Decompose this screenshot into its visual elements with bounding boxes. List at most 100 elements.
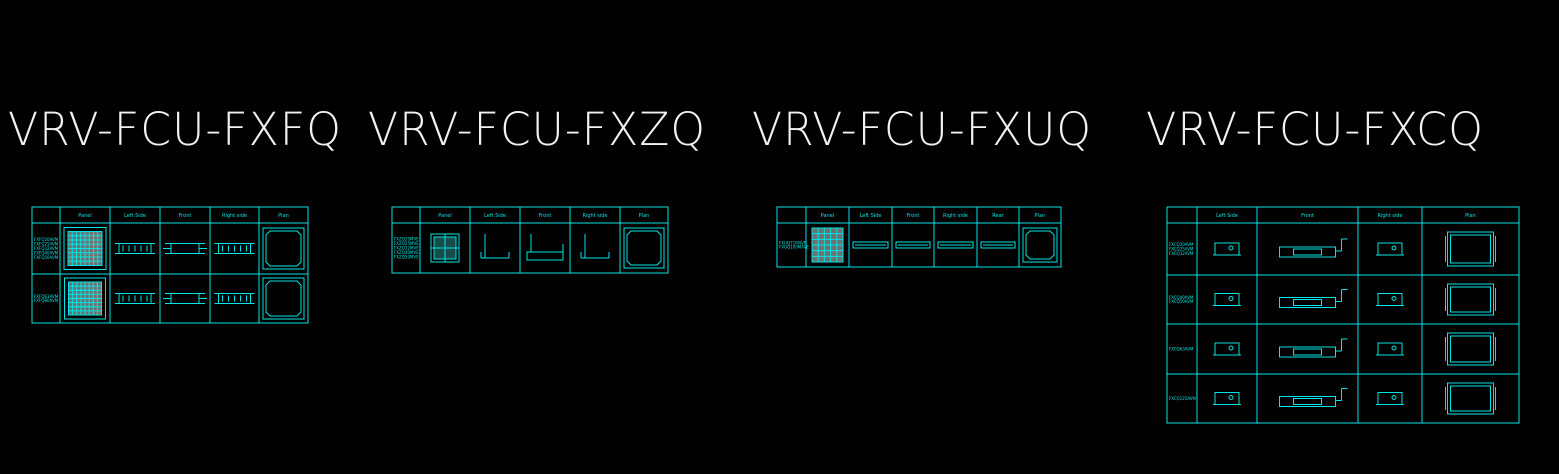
table-header-cell: Rear [992, 213, 1004, 219]
plan-square-icon [262, 277, 305, 320]
plan-outline [1022, 227, 1058, 263]
table-header-cell: Plan [639, 213, 650, 219]
flat-unit-body [852, 241, 889, 249]
small-panel-icon [430, 233, 460, 263]
flat-unit-body [937, 241, 974, 249]
table-header-cell: Plan [278, 213, 289, 219]
model-label: FXCQ125AVM [1169, 396, 1197, 401]
table-header-cell: Right side [943, 213, 968, 219]
duct-body [1279, 346, 1336, 358]
box-side-icon [1376, 242, 1404, 256]
duct-front-icon [1279, 238, 1348, 258]
plan-inner [1450, 234, 1491, 264]
block-title-fxcq: VRV-FCU-FXCQ [1146, 103, 1484, 156]
table-header-cell: Front [907, 213, 920, 219]
table-header-cell: Left Side [124, 213, 146, 219]
table-header-cell: Left Side [484, 213, 506, 219]
table-header-cell: Right side [1378, 213, 1403, 219]
box-side-icon [1213, 242, 1241, 256]
flat-unit-body [895, 241, 931, 249]
duct-front-icon [1279, 338, 1348, 358]
box-port [1391, 245, 1397, 251]
plan-inner-outline [626, 230, 662, 266]
unit-side-icon [115, 243, 155, 254]
block-title-fxzq: VRV-FCU-FXZQ [368, 103, 706, 156]
table-frame [31, 206, 309, 324]
table-header-cell: Front [539, 213, 552, 219]
box-side-icon [1376, 342, 1404, 356]
plan-outline [262, 227, 305, 270]
cassette-panel-icon [64, 277, 106, 320]
schedule-table: Panel Left Side Front Right side PlanFXFQ20A… [31, 206, 309, 324]
table-header-cell: Right side [222, 213, 247, 219]
panel-outline [63, 227, 107, 270]
panel-center [76, 289, 94, 308]
duct-core [1293, 248, 1322, 256]
table-header-cell: Front [179, 213, 192, 219]
plan-square-icon [262, 227, 305, 270]
flat-unit-icon [895, 241, 931, 249]
box-port [1228, 245, 1234, 251]
duct-body [1279, 297, 1336, 308]
flat-unit-icon [980, 241, 1016, 249]
duct-front-icon [1279, 388, 1348, 407]
flat-unit-icon [937, 241, 974, 249]
box-side-icon [1213, 342, 1241, 356]
table-header-cell: Right side [583, 213, 608, 219]
box-side-icon [1213, 293, 1241, 306]
unit-front-icon [163, 243, 207, 254]
plan-square-icon [1022, 227, 1058, 263]
flat-unit-icon [852, 241, 889, 249]
duct-body [1279, 396, 1336, 407]
block-title-fxfq: VRV-FCU-FXFQ [8, 103, 342, 156]
duct-core [1293, 299, 1322, 306]
table-header-cell: Plan [1465, 213, 1476, 219]
table-header-cell: Panel [821, 213, 835, 219]
plan-rect-icon [1445, 332, 1496, 366]
table-header-cell: Panel [438, 213, 452, 219]
duct-front-icon [1279, 289, 1348, 308]
table-frame [1166, 206, 1520, 424]
flat-unit-body [980, 241, 1016, 249]
table-header-cell: Left Side [1216, 213, 1238, 219]
plan-inner [1450, 286, 1491, 313]
duct-core [1293, 348, 1322, 356]
plan-inner-outline [265, 230, 302, 267]
drain-side-icon [580, 234, 610, 259]
plan-inner-outline [265, 280, 302, 317]
unit-front-icon [163, 293, 207, 304]
plan-outline [1447, 382, 1494, 415]
cassette-panel-icon [63, 227, 107, 270]
duct-body [1279, 246, 1336, 258]
grille-panel-icon [811, 227, 844, 263]
table-header-cell: Front [1301, 213, 1314, 219]
panel-outline [64, 277, 106, 320]
panel-center [76, 239, 94, 258]
plan-outline [1447, 332, 1494, 366]
table-frame [776, 206, 1062, 268]
table-header-cell: Panel [78, 213, 92, 219]
plan-rect-icon [1445, 382, 1496, 415]
box-port [1228, 395, 1234, 400]
duct-core [1293, 398, 1322, 405]
plan-outline [1447, 283, 1494, 316]
plan-rect-icon [1445, 231, 1496, 267]
unit-side-icon [115, 293, 155, 304]
plan-rect-icon [1445, 283, 1496, 316]
table-header-cell: Plan [1035, 213, 1046, 219]
plan-inner-outline [1025, 230, 1055, 260]
unit-side-icon [214, 293, 255, 304]
plan-outline [262, 277, 305, 320]
plan-inner [1450, 335, 1491, 363]
schedule-tables: Panel Left Side Front Right side PlanFXFQ20A… [31, 206, 1520, 424]
unit-side-icon [214, 243, 255, 254]
block-title-fxuq: VRV-FCU-FXUQ [752, 103, 1092, 156]
drain-side-icon [480, 234, 510, 259]
